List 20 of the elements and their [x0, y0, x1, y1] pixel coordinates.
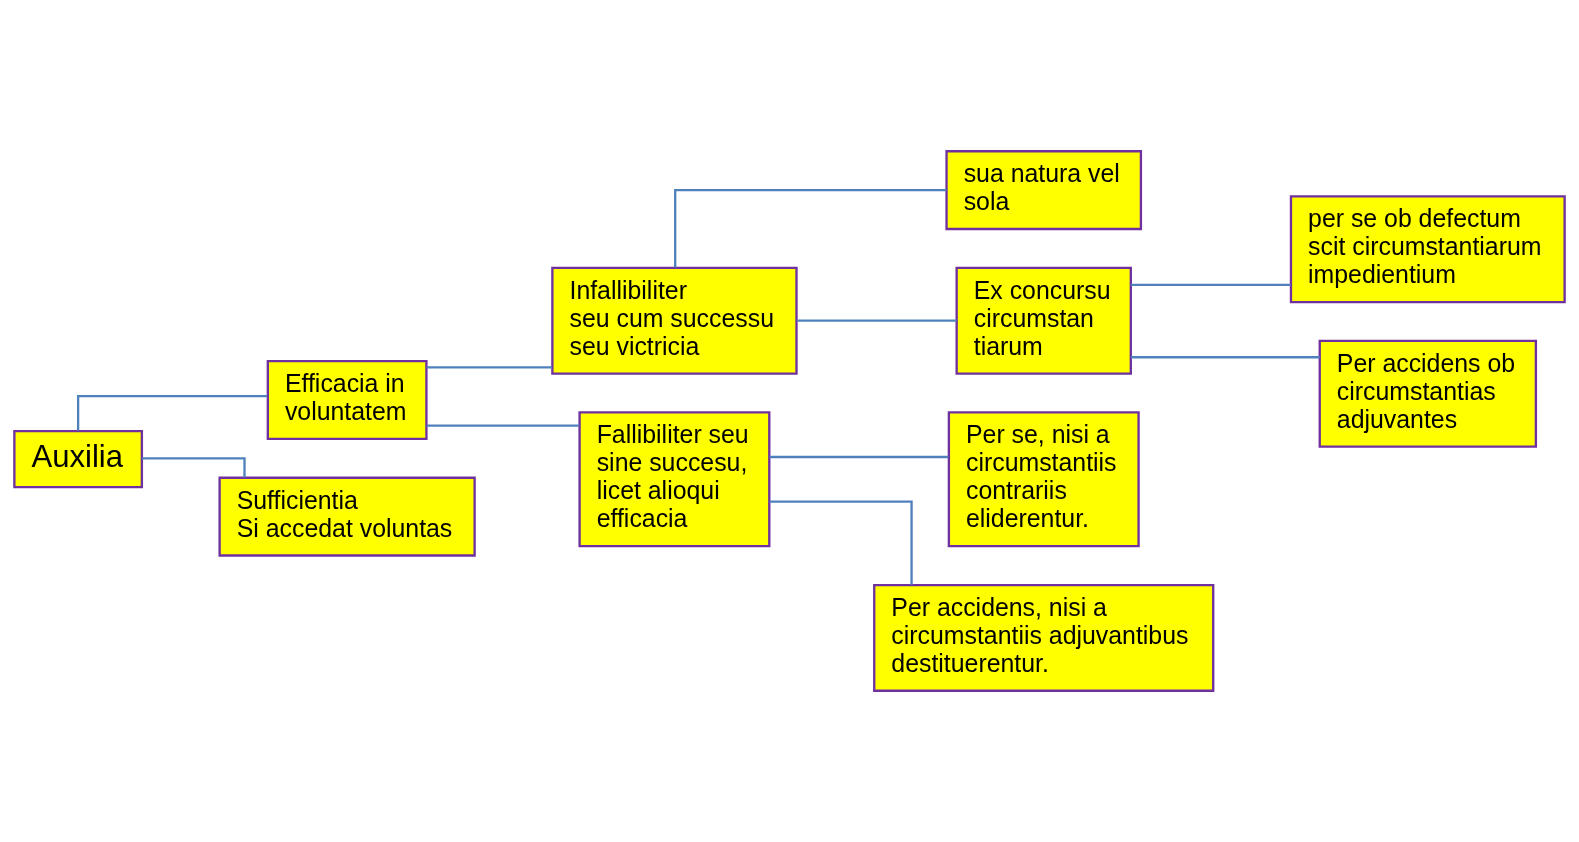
connector	[769, 455, 949, 459]
connector	[1130, 356, 1320, 359]
connector	[426, 424, 580, 427]
node-box: Per accidens, nisi a circumstantiis adjuvantibus destituerentur.	[873, 583, 1215, 692]
node-box: Per se, nisi a circumstantiis contrariis eliderentur.	[947, 411, 1140, 548]
connector	[674, 188, 947, 268]
node-box: Efficacia in voluntatem	[266, 359, 428, 441]
node-box: sua natura vel sola	[945, 150, 1143, 231]
connector	[796, 319, 957, 322]
connector	[769, 500, 913, 585]
node-box: Fallibiliter seu sine succesu, licet alioqui efficacia	[578, 411, 771, 548]
node-box: Ex concursu circumstan tiarum	[955, 266, 1132, 375]
connector	[76, 394, 268, 431]
node-box: Infallibiliter seu cum successu seu victricia	[551, 266, 798, 375]
connector	[426, 366, 553, 369]
node-box: Auxilia	[13, 429, 144, 489]
node-box: Sufficientia Si accedat voluntas	[218, 476, 476, 557]
node-box: per se ob defectum scit circumstantiarum impedientium	[1289, 195, 1566, 304]
connector	[1130, 283, 1291, 287]
node-box: Per accidens ob circumstantias adjuvantes	[1318, 339, 1538, 448]
